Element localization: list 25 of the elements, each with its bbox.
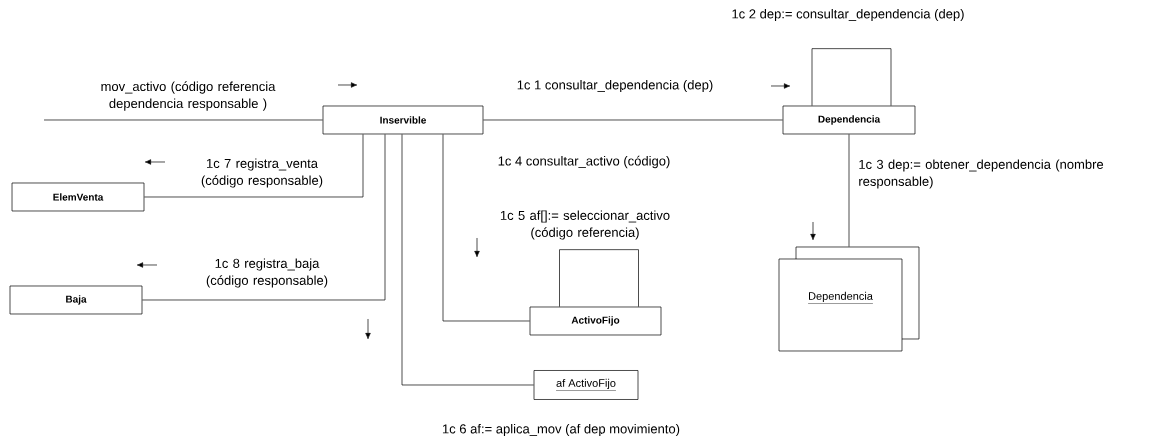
- edge-label: 1c 5 af[]:= seleccionar_activo (código referencia): [500, 210, 670, 240]
- connector-line: [559, 249, 639, 307]
- connector-line: [144, 134, 364, 198]
- edge-label: 1c 8 registra_baja (código responsable): [206, 258, 328, 288]
- edge-label: 1c 7 registra_venta (código responsable): [201, 158, 323, 188]
- connector-line: [142, 134, 386, 301]
- object-box: ActivoFijo: [529, 306, 662, 336]
- connector-line: [401, 134, 534, 386]
- connector-line: [848, 134, 850, 247]
- connector-line: [483, 119, 783, 121]
- edge-label: 1c 3 dep:= obtener_dependencia (nombre responsable): [859, 159, 1104, 189]
- object-box: ElemVenta: [11, 182, 145, 212]
- edge-label: 1c 4 consultar_activo (código): [498, 155, 670, 169]
- multiobject-drawing: Dependencia: [778, 246, 920, 352]
- connector-line: [811, 48, 892, 106]
- object-box: af ActivoFijo: [533, 370, 639, 400]
- object-box: Inservible: [322, 105, 484, 135]
- edge-label: mov_activo (código referencia dependencia responsable ): [101, 81, 276, 111]
- object-box: Dependencia: [782, 105, 916, 135]
- edge-label: 1c 6 af:= aplica_mov (af dep movimiento): [442, 423, 680, 437]
- object-box: Baja: [9, 285, 143, 315]
- edge-label: 1c 2 dep:= consultar_dependencia (dep): [732, 8, 964, 22]
- edge-label: 1c 1 consultar_dependencia (dep): [517, 79, 713, 93]
- connector-line: [43, 119, 323, 121]
- connector-line: [442, 134, 530, 322]
